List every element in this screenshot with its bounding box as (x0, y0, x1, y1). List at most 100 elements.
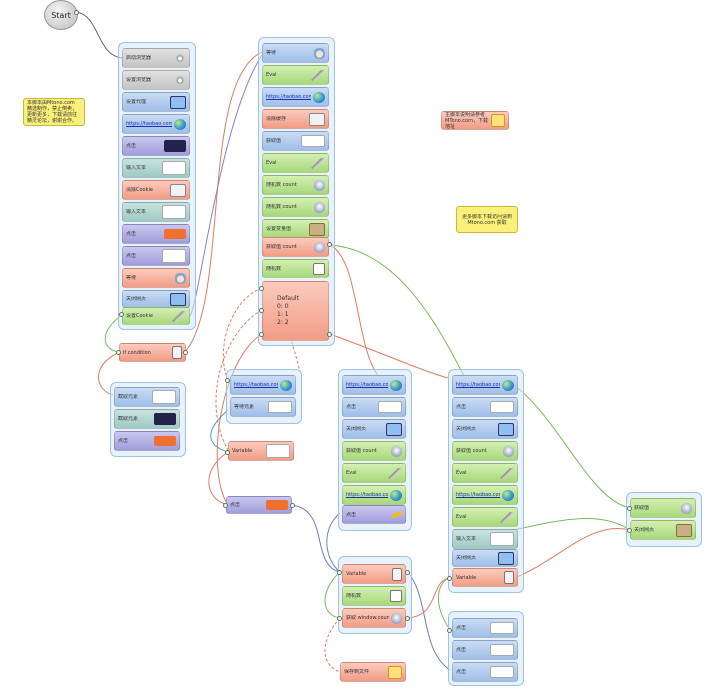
node-b-random-count[interactable]: 随机数 count (262, 175, 329, 195)
mouse-icon (314, 241, 325, 253)
node-d-click-2[interactable]: 点击 (342, 505, 406, 524)
node-e-click[interactable]: 点击 (452, 397, 518, 417)
node-e2-click-2[interactable]: 点击 (452, 640, 518, 660)
node-b-clear-cache[interactable]: 清除缓存 (262, 109, 329, 129)
node-d-close-page[interactable]: 关闭网页 (342, 419, 406, 439)
node-close-page[interactable]: 关闭网页 (122, 290, 190, 308)
node-b-get-value[interactable]: 获取值 (262, 131, 329, 151)
input-port[interactable] (223, 503, 228, 508)
node-wait[interactable]: 等待 (122, 268, 190, 288)
node-if-condition[interactable]: if condition (119, 343, 186, 362)
node-e-close-page[interactable]: 关闭网页 (452, 419, 518, 439)
node-c-click[interactable]: 点击 (226, 496, 292, 514)
node-click-2[interactable]: 点击 (122, 224, 190, 244)
input-port[interactable] (225, 450, 230, 455)
node-e-get-count[interactable]: 获取值 count (452, 441, 518, 461)
input-port[interactable] (259, 308, 264, 313)
start-node[interactable]: Start (44, 0, 78, 30)
node-click[interactable]: 点击 (122, 136, 190, 156)
node-d2-get-window-count[interactable]: 获取 window.count (342, 608, 406, 628)
download-icon (170, 95, 186, 109)
node-label: 关闭网页 (634, 527, 655, 533)
mouse-icon (391, 445, 402, 457)
input-port[interactable] (337, 616, 342, 621)
input-port[interactable] (447, 628, 452, 633)
input-port[interactable] (259, 286, 264, 291)
thumbnail-icon (162, 205, 186, 219)
node-e-eval[interactable]: Eval (452, 463, 518, 483)
node-b-eval[interactable]: Eval (262, 65, 329, 85)
comment-note-mid[interactable]: 主脚本说明请参考MTono.com，下载地址 (441, 111, 509, 130)
mouse-icon (391, 612, 402, 624)
mouse-icon (314, 201, 325, 213)
node-b-eval-2[interactable]: Eval (262, 153, 329, 173)
node-capture-element-2[interactable]: 截取元素 (114, 409, 180, 429)
input-port[interactable] (337, 570, 342, 575)
node-b-get-count[interactable]: 获取值 count (262, 237, 329, 257)
keyboard-icon (309, 112, 325, 126)
node-b-set-variable[interactable]: 设置变量值 (262, 219, 329, 239)
node-b-switch[interactable]: Default 0: 0 1: 1 2: 2 (262, 281, 329, 341)
node-e2-click-3[interactable]: 点击 (452, 662, 518, 682)
node-b-wait[interactable]: 等待 (262, 43, 329, 63)
node-e-close-page-2[interactable]: 关闭网页 (452, 549, 518, 567)
node-e-input-text[interactable]: 输入文本 (452, 529, 518, 549)
node-d2-variable[interactable]: Variable (342, 564, 406, 584)
input-port[interactable] (627, 528, 632, 533)
node-c-open-url[interactable]: https://taobao.com/ (230, 375, 296, 395)
node-browser-settings[interactable]: 设置浏览器 (122, 70, 190, 90)
node-set-cookie[interactable]: 设置Cookie (122, 307, 190, 325)
download-icon (498, 422, 514, 436)
node-input-text-2[interactable]: 输入文本 (122, 202, 190, 222)
output-port[interactable] (290, 503, 295, 508)
output-port[interactable] (183, 350, 188, 355)
input-port[interactable] (259, 332, 264, 337)
node-d2-random[interactable]: 随机数 (342, 586, 406, 606)
node-e2-click[interactable]: 点击 (452, 618, 518, 638)
node-set-proxy[interactable]: 设置代理 (122, 92, 190, 112)
node-launch-browser[interactable]: 启动浏览器 (122, 48, 190, 68)
node-d-get-count[interactable]: 获取值 count (342, 441, 406, 461)
output-port[interactable] (405, 570, 410, 575)
node-open-url[interactable]: https://taobao.com/ (122, 114, 190, 134)
node-d-open-url[interactable]: https://taobao.com/ (342, 375, 406, 395)
globe-icon (502, 489, 514, 501)
input-port[interactable] (627, 506, 632, 511)
node-b-random[interactable]: 随机数 (262, 259, 329, 278)
node-c-wait-element[interactable]: 等待元素 (230, 397, 296, 417)
node-d-open-url-2[interactable]: https://taobao.com/ (342, 485, 406, 505)
output-port[interactable] (327, 242, 332, 247)
output-port[interactable] (327, 332, 332, 337)
bolt-icon (392, 509, 402, 520)
node-clear-cookie[interactable]: 清除Cookie (122, 180, 190, 200)
node-input-text[interactable]: 输入文本 (122, 158, 190, 178)
input-port[interactable] (447, 576, 452, 581)
node-d-eval[interactable]: Eval (342, 463, 406, 483)
output-port[interactable] (74, 10, 79, 15)
node-f-get-value[interactable]: 获取值 (630, 498, 696, 518)
note-icon (491, 114, 505, 127)
node-click-a2[interactable]: 点击 (114, 431, 180, 451)
switch-default-label: Default (277, 295, 299, 302)
node-e-open-url[interactable]: https://taobao.com/ (452, 375, 518, 395)
node-label: 随机数 (346, 593, 362, 599)
node-c-variable[interactable]: Variable (228, 441, 294, 461)
comment-note-right[interactable]: 更多脚本下载访问请到 Mtono.com 获取 (456, 206, 518, 233)
input-port[interactable] (119, 312, 124, 317)
input-port[interactable] (116, 350, 121, 355)
node-e-open-url-2[interactable]: https://taobao.com/ (452, 485, 518, 505)
node-e-eval-2[interactable]: Eval (452, 507, 518, 527)
node-save-to-file[interactable]: 保存到文件 (340, 662, 406, 682)
node-click-3[interactable]: 点击 (122, 246, 190, 266)
button-thumbnail-icon (490, 644, 514, 656)
node-b-open-url[interactable]: https://taobao.com/ (262, 87, 329, 107)
node-d-click[interactable]: 点击 (342, 397, 406, 417)
node-capture-element[interactable]: 截取元素 (114, 387, 180, 407)
node-e-variable[interactable]: Variable (452, 568, 518, 587)
node-f-close-page[interactable]: 关闭网页 (630, 520, 696, 540)
input-port[interactable] (225, 378, 230, 383)
node-b-random-count-2[interactable]: 随机数 count (262, 197, 329, 217)
node-label: 获取 window.count (346, 615, 389, 621)
output-port[interactable] (405, 616, 410, 621)
comment-note-left[interactable]: 本脚本由Mtono.com 精选制作，禁止倒卖，更新更多，下载请前往精灵论坛，谢… (23, 98, 85, 126)
